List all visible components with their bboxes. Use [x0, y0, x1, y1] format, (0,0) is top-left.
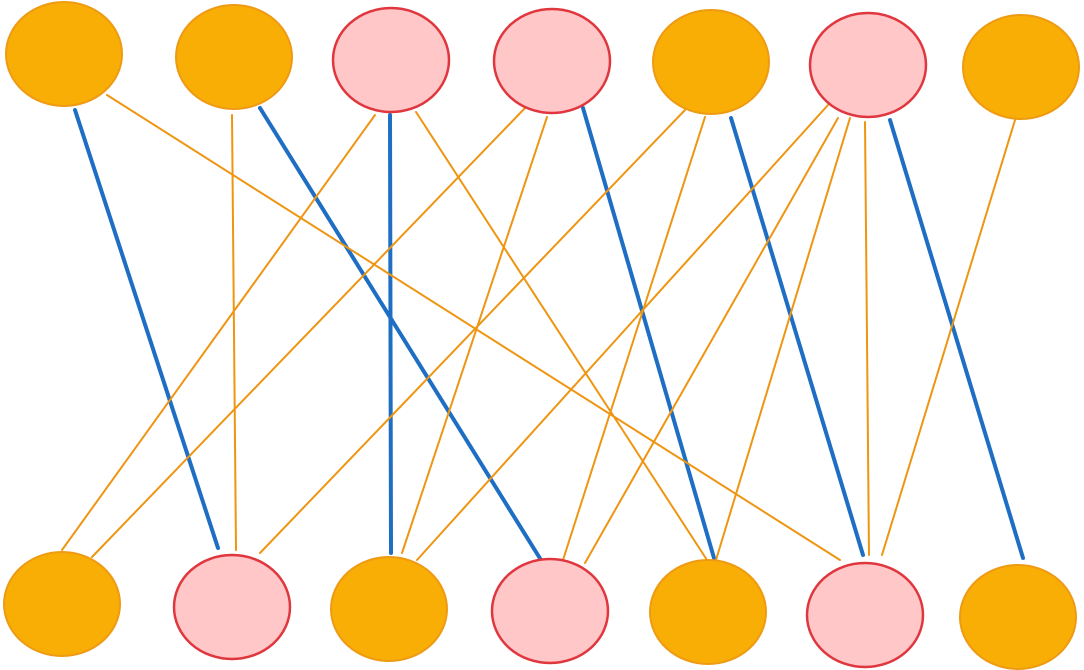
edge-t6-b4	[584, 117, 839, 564]
node-t6-pink	[808, 11, 928, 119]
edge-t1-b2	[73, 108, 220, 550]
node-t3-pink	[331, 6, 451, 114]
edge-t3-b1	[61, 114, 376, 551]
edge-t3-b5	[415, 111, 708, 561]
edge-t6-b6	[864, 121, 870, 556]
node-b4-pink	[490, 557, 610, 665]
node-b1-orange	[3, 551, 121, 657]
edge-t1-b6	[106, 94, 841, 561]
edge-t4-b3	[401, 116, 548, 554]
node-b2-pink	[172, 553, 292, 661]
node-b3-orange	[330, 556, 448, 662]
node-t7-orange	[962, 14, 1080, 120]
edge-t3-b3	[388, 113, 393, 555]
edges-layer	[61, 94, 1025, 564]
node-b5-orange	[649, 559, 767, 665]
node-t4-pink	[492, 7, 612, 115]
edge-t5-b4	[562, 116, 706, 561]
edge-t4-b1	[91, 107, 526, 558]
edge-t6-b3	[416, 104, 829, 561]
edge-t6-b7	[888, 118, 1025, 560]
edge-t5-b6	[729, 116, 865, 557]
nodes-layer	[3, 1, 1080, 670]
edge-t5-b2	[259, 109, 686, 554]
edge-t6-b5	[715, 117, 851, 561]
edge-t7-b6	[881, 119, 1016, 556]
edge-t4-b5	[581, 106, 716, 560]
node-b7-orange	[959, 564, 1077, 670]
edge-t2-b2	[231, 114, 237, 551]
node-b6-pink	[805, 561, 925, 669]
node-t5-orange	[652, 9, 770, 115]
node-t1-orange	[5, 1, 123, 107]
edge-t2-b4	[258, 106, 543, 562]
node-t2-orange	[175, 4, 293, 110]
